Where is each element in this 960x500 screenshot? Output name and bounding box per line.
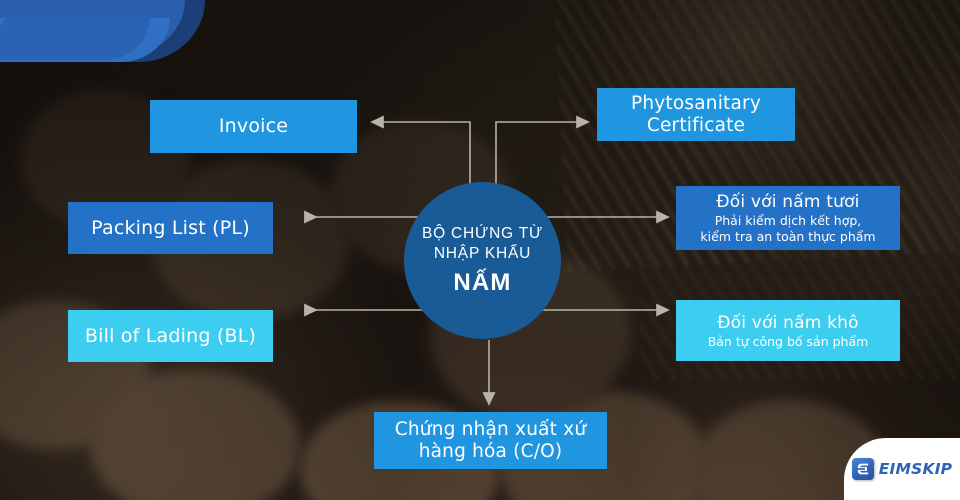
node-fresh-mushroom[interactable]: Đối với nấm tươi Phải kiểm dịch kết hợp,… <box>676 186 900 250</box>
central-hub-circle: BỘ CHỨNG TỪ NHẬP KHẨU NẤM <box>404 182 561 339</box>
node-fresh-mushroom-title: Đối với nấm tươi <box>716 192 860 212</box>
node-phytosanitary-title-line1: Phytosanitary <box>631 92 761 114</box>
logo-text: EIMSKIP <box>878 460 953 478</box>
hub-line-1: BỘ CHỨNG TỪ <box>421 225 544 242</box>
node-bill-of-lading-title: Bill of Lading (BL) <box>84 324 257 347</box>
hub-line-3: NẤM <box>453 269 512 296</box>
node-certificate-of-origin[interactable]: Chứng nhận xuất xứ hàng hóa (C/O) <box>374 412 607 469</box>
node-fresh-mushroom-sub-line1: Phải kiểm dịch kết hợp, <box>714 213 862 228</box>
node-invoice-title: Invoice <box>218 115 289 137</box>
node-bill-of-lading[interactable]: Bill of Lading (BL) <box>68 310 273 362</box>
eimskip-e-icon <box>851 458 874 480</box>
node-phytosanitary-title-line2: Certificate <box>646 114 746 136</box>
node-packing-list-title: Packing List (PL) <box>91 216 250 239</box>
node-phytosanitary-certificate[interactable]: Phytosanitary Certificate <box>597 88 795 141</box>
node-dried-mushroom-title: Đối với nấm khô <box>717 312 859 333</box>
node-packing-list[interactable]: Packing List (PL) <box>68 202 273 254</box>
node-invoice[interactable]: Invoice <box>150 100 357 153</box>
logo-panel: EIMSKIP <box>844 438 960 500</box>
node-certificate-of-origin-title-line2: hàng hóa (C/O) <box>418 440 563 462</box>
node-certificate-of-origin-title-line1: Chứng nhận xuất xứ <box>394 418 587 440</box>
node-dried-mushroom-sub-line1: Bản tự công bố sản phẩm <box>707 333 869 349</box>
hub-line-2: NHẬP KHẨU <box>433 245 532 262</box>
node-fresh-mushroom-sub-line2: kiểm tra an toàn thực phẩm <box>700 229 876 244</box>
node-dried-mushroom[interactable]: Đối với nấm khô Bản tự công bố sản phẩm <box>676 300 900 361</box>
